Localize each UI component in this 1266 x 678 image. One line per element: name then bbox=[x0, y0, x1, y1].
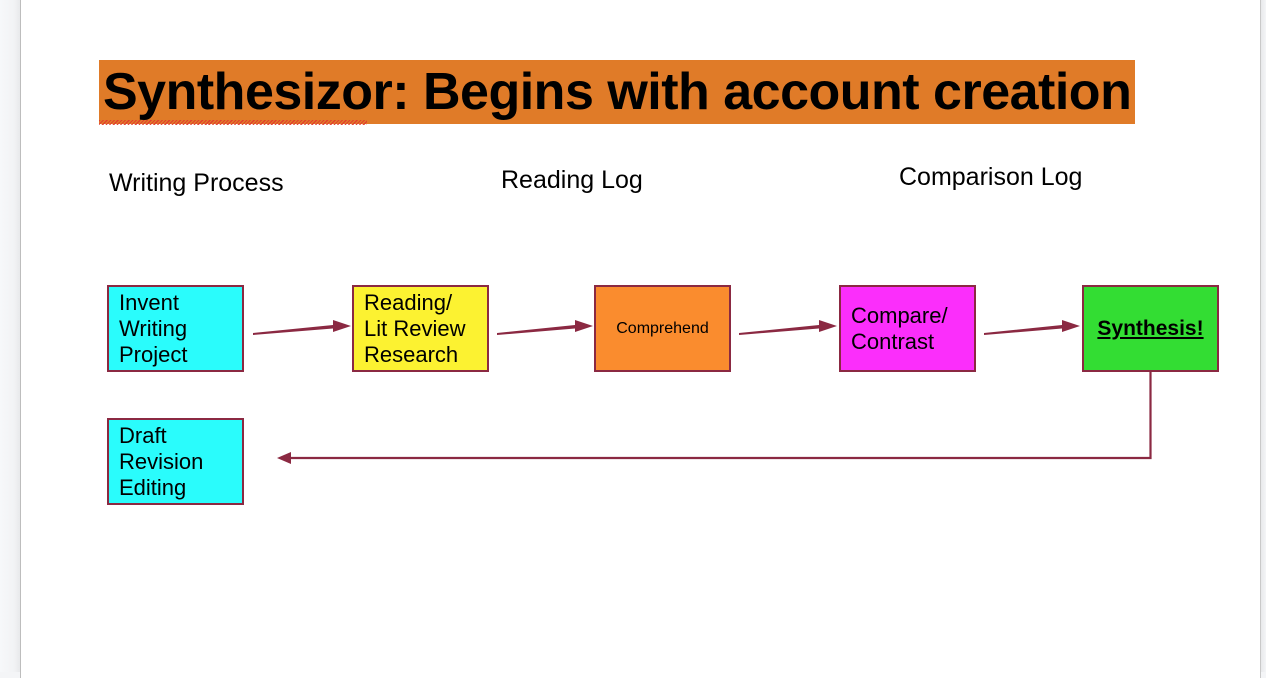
connector-arrow-invent-to-reading bbox=[253, 320, 351, 335]
flow-box-invent[interactable]: Invent Writing Project bbox=[107, 285, 244, 372]
column-heading-reading-log: Reading Log bbox=[501, 166, 643, 194]
flow-box-reading-label: Reading/ Lit Review Research bbox=[364, 289, 466, 367]
flow-box-synthesis[interactable]: Synthesis! bbox=[1082, 285, 1219, 372]
flow-box-comprehend[interactable]: Comprehend bbox=[594, 285, 731, 372]
column-heading-comparison-log: Comparison Log bbox=[899, 163, 1083, 191]
flow-box-reading[interactable]: Reading/ Lit Review Research bbox=[352, 285, 489, 372]
flow-box-compare-label: Compare/ Contrast bbox=[851, 302, 948, 354]
flow-box-invent-label: Invent Writing Project bbox=[119, 289, 188, 367]
page-title: Synthesizor: Begins with account creatio… bbox=[103, 63, 1132, 121]
page-gutter-left bbox=[0, 0, 20, 672]
flow-box-draft[interactable]: Draft Revision Editing bbox=[107, 418, 244, 505]
flow-box-comprehend-label: Comprehend bbox=[616, 319, 709, 337]
flow-box-draft-label: Draft Revision Editing bbox=[119, 422, 204, 500]
connector-arrow-synthesis-to-draft bbox=[277, 372, 1152, 464]
spellcheck-underline bbox=[99, 120, 367, 125]
flow-box-compare[interactable]: Compare/ Contrast bbox=[839, 285, 976, 372]
column-heading-writing-process: Writing Process bbox=[109, 169, 284, 197]
slide-title-highlight[interactable]: Synthesizor: Begins with account creatio… bbox=[99, 60, 1136, 124]
connector-arrow-compare-to-synthesis bbox=[984, 320, 1080, 335]
connector-arrow-reading-to-comprehend bbox=[497, 320, 593, 335]
slide-canvas[interactable]: Synthesizor: Begins with account creatio… bbox=[20, 0, 1261, 678]
flow-box-synthesis-label: Synthesis! bbox=[1097, 316, 1204, 340]
connector-arrow-comprehend-to-compare bbox=[739, 320, 837, 335]
page-gutter-right bbox=[1261, 0, 1266, 672]
